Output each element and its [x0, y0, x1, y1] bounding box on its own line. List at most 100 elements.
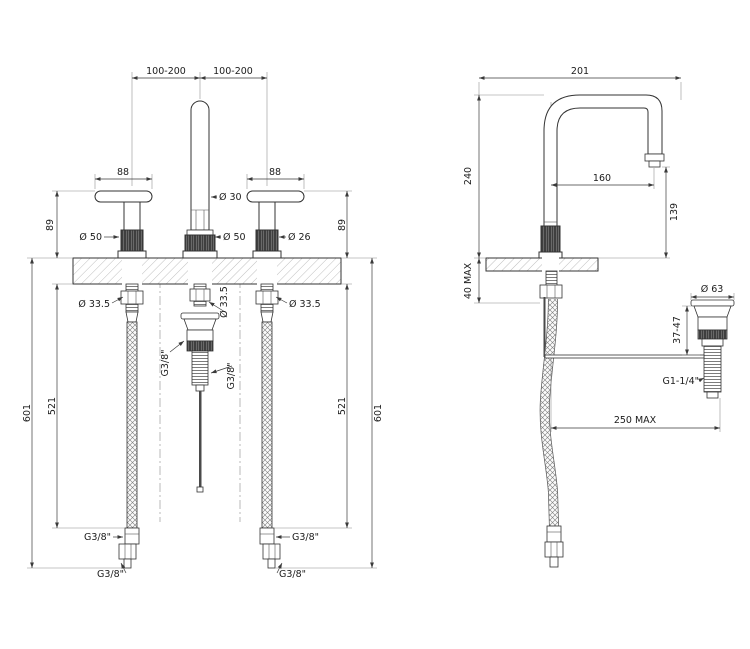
thread-label-hose-left-end: G3/8": [84, 532, 111, 543]
dim-label-lever-right: 88: [269, 167, 281, 178]
dim-label-hose-right: 521: [337, 397, 348, 415]
waste-tail-thread: [703, 345, 722, 393]
thread-label-hose-left-tip: G3/8": [97, 569, 124, 580]
right-braided-hose: [261, 321, 273, 529]
dim-label-handle-base-right: Ø 26: [288, 232, 311, 243]
right-handle-base: [252, 250, 282, 259]
dim-label-deck-thickness: 40 MAX: [463, 262, 474, 299]
spout-collar: [186, 229, 214, 236]
left-lever: [94, 190, 153, 203]
dim-label-span-right: 100-200: [213, 66, 253, 77]
side-dimensions: 201 240 40 MAX 160 139 Ø 63 37-47 G1-1/4…: [463, 66, 735, 432]
waste-body: [697, 316, 728, 331]
drain-flange: [180, 312, 220, 320]
popup-rod-horizontal: [544, 354, 705, 359]
left-hose-adapter: [125, 311, 139, 323]
drain-knurl: [186, 340, 214, 352]
counter-hole-side: [542, 257, 559, 272]
spout-knurl: [184, 234, 216, 252]
right-handle: [246, 190, 305, 259]
pop-up-drain-front: [180, 283, 220, 493]
dim-label-shank-left: Ø 33.5: [78, 299, 110, 310]
counter-hole-right: [257, 257, 277, 285]
right-lever: [246, 190, 305, 203]
dim-label-height-left: 89: [45, 219, 56, 231]
dim-label-waste-adjust: 37-47: [672, 316, 683, 344]
thread-label-drain-lower: G3/8": [226, 362, 237, 389]
dim-label-hose-left: 521: [47, 397, 58, 415]
side-mounting-nut: [539, 284, 563, 299]
dim-label-depth: 201: [571, 66, 589, 77]
right-mounting-nut: [255, 290, 279, 305]
aerator-tip: [648, 160, 661, 168]
left-supply-hose: [118, 283, 144, 569]
waste-cone: [693, 305, 732, 318]
front-dimensions: 100-200 100-200 88 88 89 89 Ø 30 Ø 50 Ø …: [22, 66, 384, 580]
dim-label-total-left: 601: [22, 404, 33, 422]
centerlines: [159, 262, 241, 522]
counter-hole-center: [188, 257, 212, 285]
popup-rod-vertical: [543, 297, 546, 357]
left-handle: [94, 190, 153, 259]
drain-lift-rod: [199, 391, 202, 487]
right-supply-hose: [255, 283, 281, 569]
drain-step: [195, 384, 205, 392]
side-underside: [539, 270, 564, 568]
waste-tail-end: [706, 391, 719, 399]
spout-tube: [190, 100, 210, 231]
left-handle-base: [117, 250, 147, 259]
drain-cone: [183, 318, 217, 331]
left-braided-hose: [126, 321, 138, 529]
spout-base: [182, 250, 218, 259]
thread-label-hose-right-tip: G3/8": [279, 569, 306, 580]
side-hose-tip: [549, 556, 559, 568]
left-hose-fitting: [124, 527, 140, 545]
side-hose-nut: [544, 541, 564, 558]
side-view: 201 240 40 MAX 160 139 Ø 63 37-47 G1-1/4…: [463, 66, 735, 568]
countertop-side: [485, 257, 599, 272]
side-hose-fitting: [546, 525, 562, 543]
side-braided-hose: [540, 298, 559, 527]
thread-label-hose-right-end: G3/8": [292, 532, 319, 543]
right-handle-body: [258, 201, 276, 231]
dim-label-lever-left: 88: [117, 167, 129, 178]
thread-label-drain-upper: G3/8": [160, 349, 171, 376]
waste-knurl: [697, 329, 728, 340]
dim-label-height: 240: [463, 167, 474, 185]
dim-label-rod-length: 250 MAX: [614, 415, 657, 426]
dim-label-total-right: 601: [373, 404, 384, 422]
dim-label-spout-tube: Ø 30: [219, 192, 242, 203]
countertop-section: [72, 257, 342, 285]
dim-label-waste-diameter: Ø 63: [701, 284, 724, 295]
aerator: [644, 153, 665, 162]
thread-label-waste: G1-1/4": [663, 376, 700, 387]
right-hose-fitting: [259, 527, 275, 545]
right-hose-tip: [267, 558, 276, 569]
counter-hole-left: [122, 257, 142, 285]
front-view: 100-200 100-200 88 88 89 89 Ø 30 Ø 50 Ø …: [22, 66, 384, 580]
dim-label-spout-base: Ø 50: [223, 232, 246, 243]
left-hose-nut: [118, 543, 137, 560]
dim-label-handle-base-left: Ø 50: [79, 232, 102, 243]
dim-label-outlet-height: 139: [669, 203, 680, 221]
drain-body: [186, 329, 214, 342]
dim-label-height-right: 89: [337, 219, 348, 231]
dim-label-shank-right: Ø 33.5: [289, 299, 321, 310]
waste-collar: [701, 338, 724, 347]
left-handle-body: [123, 201, 141, 231]
spout-side: [538, 94, 665, 259]
left-mounting-nut: [120, 290, 144, 305]
drain-rod-tip: [196, 486, 204, 493]
dim-label-shank-center: Ø 33.5: [219, 286, 230, 318]
dim-label-span-left: 100-200: [146, 66, 186, 77]
waste-flange: [690, 299, 735, 307]
drain-tail-thread: [191, 350, 209, 386]
dim-label-reach: 160: [593, 173, 611, 184]
pop-up-waste-side: [544, 299, 735, 399]
right-hose-nut: [262, 543, 281, 560]
right-handle-knurl: [255, 229, 279, 252]
left-handle-knurl: [120, 229, 144, 252]
spout-shank-nut: [189, 288, 211, 302]
